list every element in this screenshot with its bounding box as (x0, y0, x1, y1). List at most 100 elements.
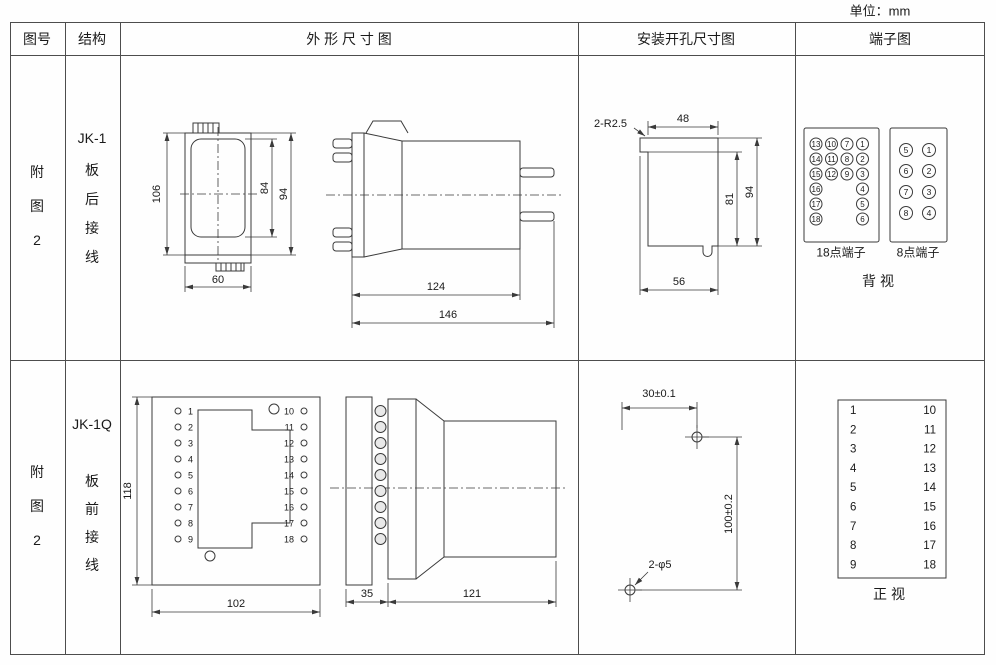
terminal-pin-circle (825, 137, 838, 151)
terminal-pin-circle (856, 212, 869, 226)
relay-side-view: 124 146 (326, 120, 564, 328)
pin-number: 5 (850, 482, 856, 494)
row2-figure-char: 附 (30, 464, 44, 480)
terminal-screw (374, 405, 387, 417)
pin-number: 10 (923, 405, 936, 417)
terminal-screw (374, 453, 387, 465)
col-divider-4 (795, 22, 796, 655)
row1-figure-char: 2 (33, 232, 41, 248)
front-view-caption: 正 视 (873, 586, 905, 602)
pin-number: 3 (860, 170, 865, 179)
pin-number: 12 (827, 170, 836, 179)
pin-number: 11 (924, 424, 936, 436)
row-divider (10, 360, 985, 361)
row2-structure-char: 前 (85, 501, 99, 517)
header-divider (10, 55, 985, 56)
terminal-pin-circle (856, 182, 869, 196)
pin-number: 13 (923, 463, 936, 475)
terminal-pin-circle (300, 423, 308, 431)
dim-label: 35 (361, 588, 373, 600)
pin-number: 9 (188, 535, 193, 545)
col-divider-2 (120, 22, 121, 655)
pin-number: 15 (923, 502, 936, 514)
pin-number: 4 (860, 185, 865, 194)
pin-number: 6 (188, 487, 193, 497)
pin-number: 4 (850, 463, 857, 475)
pin-number: 16 (923, 521, 936, 533)
pin-number: 4 (188, 455, 193, 465)
terminal-screw (374, 421, 387, 433)
pin-number: 18 (812, 215, 821, 224)
pin-number: 2 (927, 166, 932, 176)
terminal8-caption: 8点端子 (896, 245, 940, 260)
pin-number: 1 (188, 407, 193, 417)
pin-number: 8 (188, 519, 193, 529)
pin-number: 15 (284, 487, 294, 497)
row2-figure-char: 图 (30, 498, 44, 514)
dim-label: 146 (439, 309, 457, 321)
row2-structure-model: JK-1Q (72, 416, 112, 432)
pin-number: 8 (904, 208, 909, 218)
panel-drill-row2: 30±0.1 100±0.2 2-φ5 (618, 388, 742, 602)
pin-number: 1 (860, 140, 865, 149)
terminal-pin-circle (825, 152, 838, 166)
terminal-pin-circle (809, 182, 823, 196)
row2-structure-char: 线 (85, 557, 99, 573)
row1-structure-char: 板 (85, 162, 99, 178)
dim-label: 56 (673, 276, 685, 288)
terminal-pin-circle (174, 503, 182, 511)
dim-label: 84 (259, 182, 271, 194)
terminal-pin-circle (174, 407, 182, 415)
pin-number: 13 (284, 455, 294, 465)
pin-number: 6 (860, 215, 865, 224)
pin-number: 16 (284, 503, 294, 513)
pin-number: 11 (285, 423, 294, 433)
pin-number: 5 (904, 145, 909, 155)
header-mounting: 安装开孔尺寸图 (637, 31, 735, 47)
terminal-pin-circle (899, 143, 913, 157)
pin-number: 7 (845, 140, 850, 149)
pin-number: 14 (923, 482, 936, 494)
dim-label: 60 (212, 274, 224, 286)
row2-structure-char: 接 (85, 529, 99, 545)
col-divider-3 (578, 22, 579, 655)
terminal-pin-circle (174, 487, 182, 495)
pin-number: 12 (284, 439, 294, 449)
terminal-block-8 (889, 127, 948, 243)
pin-number: 3 (188, 439, 193, 449)
terminal-pin-circle (809, 152, 823, 166)
terminal-pin-circle (174, 439, 182, 447)
terminal-pin-circle (300, 487, 308, 495)
row2-structure-char: 板 (85, 473, 99, 489)
terminal-pin-circle (840, 152, 854, 166)
pin-number: 15 (812, 170, 821, 179)
pin-number: 5 (188, 471, 193, 481)
pin-number: 11 (827, 155, 836, 164)
pin-number: 12 (923, 444, 936, 456)
pin-number: 1 (927, 145, 932, 155)
panel-cutout-row1: 2-R2.5 48 56 81 94 (594, 113, 762, 295)
pin-number: 9 (845, 170, 850, 179)
terminal-screw (374, 469, 387, 481)
terminal-pin-circle (300, 439, 308, 447)
relay-side-view-q: 35 121 (330, 396, 566, 607)
dim-label: 48 (677, 113, 689, 125)
pin-number: 18 (284, 535, 294, 545)
row1-figure-char: 附 (30, 164, 44, 180)
dim-label: 118 (122, 482, 134, 500)
terminal-pin-circle (174, 471, 182, 479)
pin-number: 14 (812, 155, 821, 164)
terminal-pin-circle (809, 197, 823, 211)
terminal-screw (374, 533, 387, 545)
terminal-block-18 (803, 127, 880, 243)
terminal-pin-circle (300, 455, 308, 463)
dim-label: 2-R2.5 (594, 118, 627, 130)
terminal-pin-circle (300, 535, 308, 543)
pin-number: 2 (860, 155, 865, 164)
pin-number: 2 (850, 424, 856, 436)
